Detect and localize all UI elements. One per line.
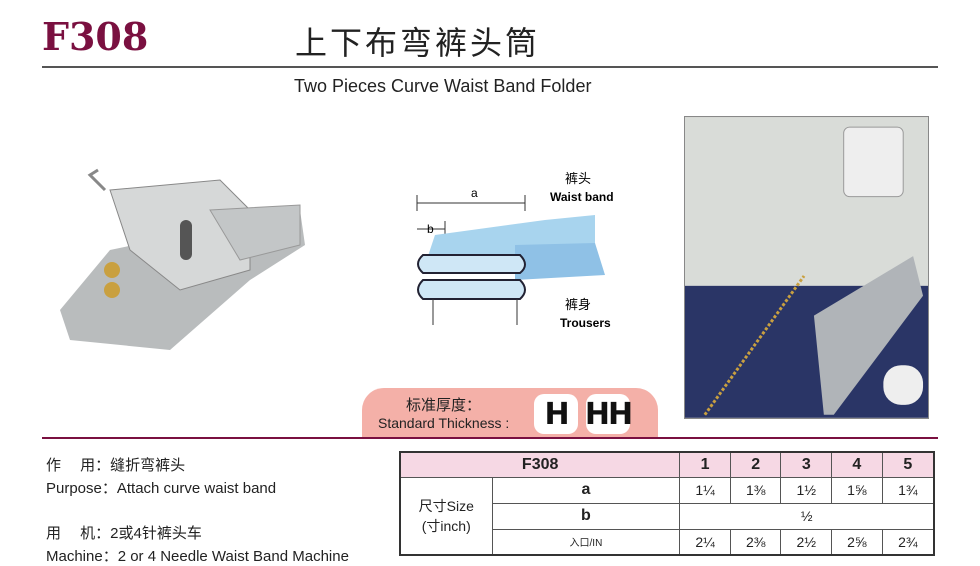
folder-diagram: a b 裤头 Waist band 裤身 Trousers: [416, 171, 614, 330]
cell: 1⅜: [729, 476, 782, 504]
cell: 2¾: [881, 528, 935, 556]
dimension-a-label: a: [471, 186, 478, 200]
size-col: 4: [831, 451, 883, 478]
cell: 2⅝: [831, 528, 883, 556]
row-label: a: [491, 476, 681, 504]
table-row: b ½: [400, 502, 935, 530]
size-col: 5: [881, 451, 935, 478]
row-label: b: [491, 502, 681, 530]
purpose-cn: 作 用：缝折弯裤头: [46, 457, 186, 474]
machine-en: Machine：2 or 4 Needle Waist Band Machine: [46, 548, 349, 565]
standard-thickness-panel: 标准厚度： Standard Thickness : H HH: [362, 388, 658, 438]
size-col: 2: [729, 451, 782, 478]
cell: 1¼: [679, 476, 731, 504]
row-label: 入口/IN: [491, 528, 681, 556]
title-chinese: 上下布弯裤头筒: [295, 25, 541, 61]
cell: 1⅝: [831, 476, 883, 504]
size-table: F308 1 2 3 4 5 尺寸Size (寸inch) a 1¼ 1⅜ 1½ …: [399, 451, 935, 556]
thickness-badge-h: H: [534, 394, 578, 434]
cell: ½: [679, 502, 935, 530]
cell: 2¼: [679, 528, 731, 556]
cell: 2⅜: [729, 528, 782, 556]
machine-cn: 用 机：2或4针裤头车: [46, 525, 202, 542]
table-model: F308: [399, 451, 681, 478]
size-label-cell: 尺寸Size (寸inch): [399, 476, 493, 556]
machine-photo: [684, 116, 929, 419]
table-header-row: F308 1 2 3 4 5: [399, 451, 935, 478]
product-code: F308: [42, 14, 149, 59]
size-label: 尺寸Size: [418, 497, 474, 514]
cell: 1½: [780, 476, 833, 504]
trousers-label-cn: 裤身: [565, 297, 591, 312]
divider: [42, 66, 938, 68]
purpose-en: Purpose：Attach curve waist band: [46, 480, 277, 497]
thickness-label-cn: 标准厚度：: [406, 397, 482, 414]
trousers-label-en: Trousers: [560, 316, 611, 330]
cell: 1¾: [881, 476, 935, 504]
dimension-b-label: b: [427, 222, 434, 236]
table-row: 尺寸Size (寸inch) a 1¼ 1⅜ 1½ 1⅝ 1¾: [399, 476, 935, 556]
divider: [42, 437, 938, 439]
table-row: 入口/IN 2¼ 2⅜ 2½ 2⅝ 2¾: [400, 528, 935, 556]
folder-product-image: [60, 168, 305, 350]
size-col: 3: [780, 451, 833, 478]
waist-band-label-en: Waist band: [550, 190, 614, 204]
cell: 2½: [780, 528, 833, 556]
thickness-label-en: Standard Thickness :: [378, 415, 510, 431]
size-col: 1: [679, 451, 731, 478]
waist-band-label-cn: 裤头: [565, 171, 591, 186]
size-unit: (寸inch): [421, 517, 471, 534]
thickness-badge-hh: HH: [585, 394, 633, 434]
title-english: Two Pieces Curve Waist Band Folder: [294, 76, 592, 96]
